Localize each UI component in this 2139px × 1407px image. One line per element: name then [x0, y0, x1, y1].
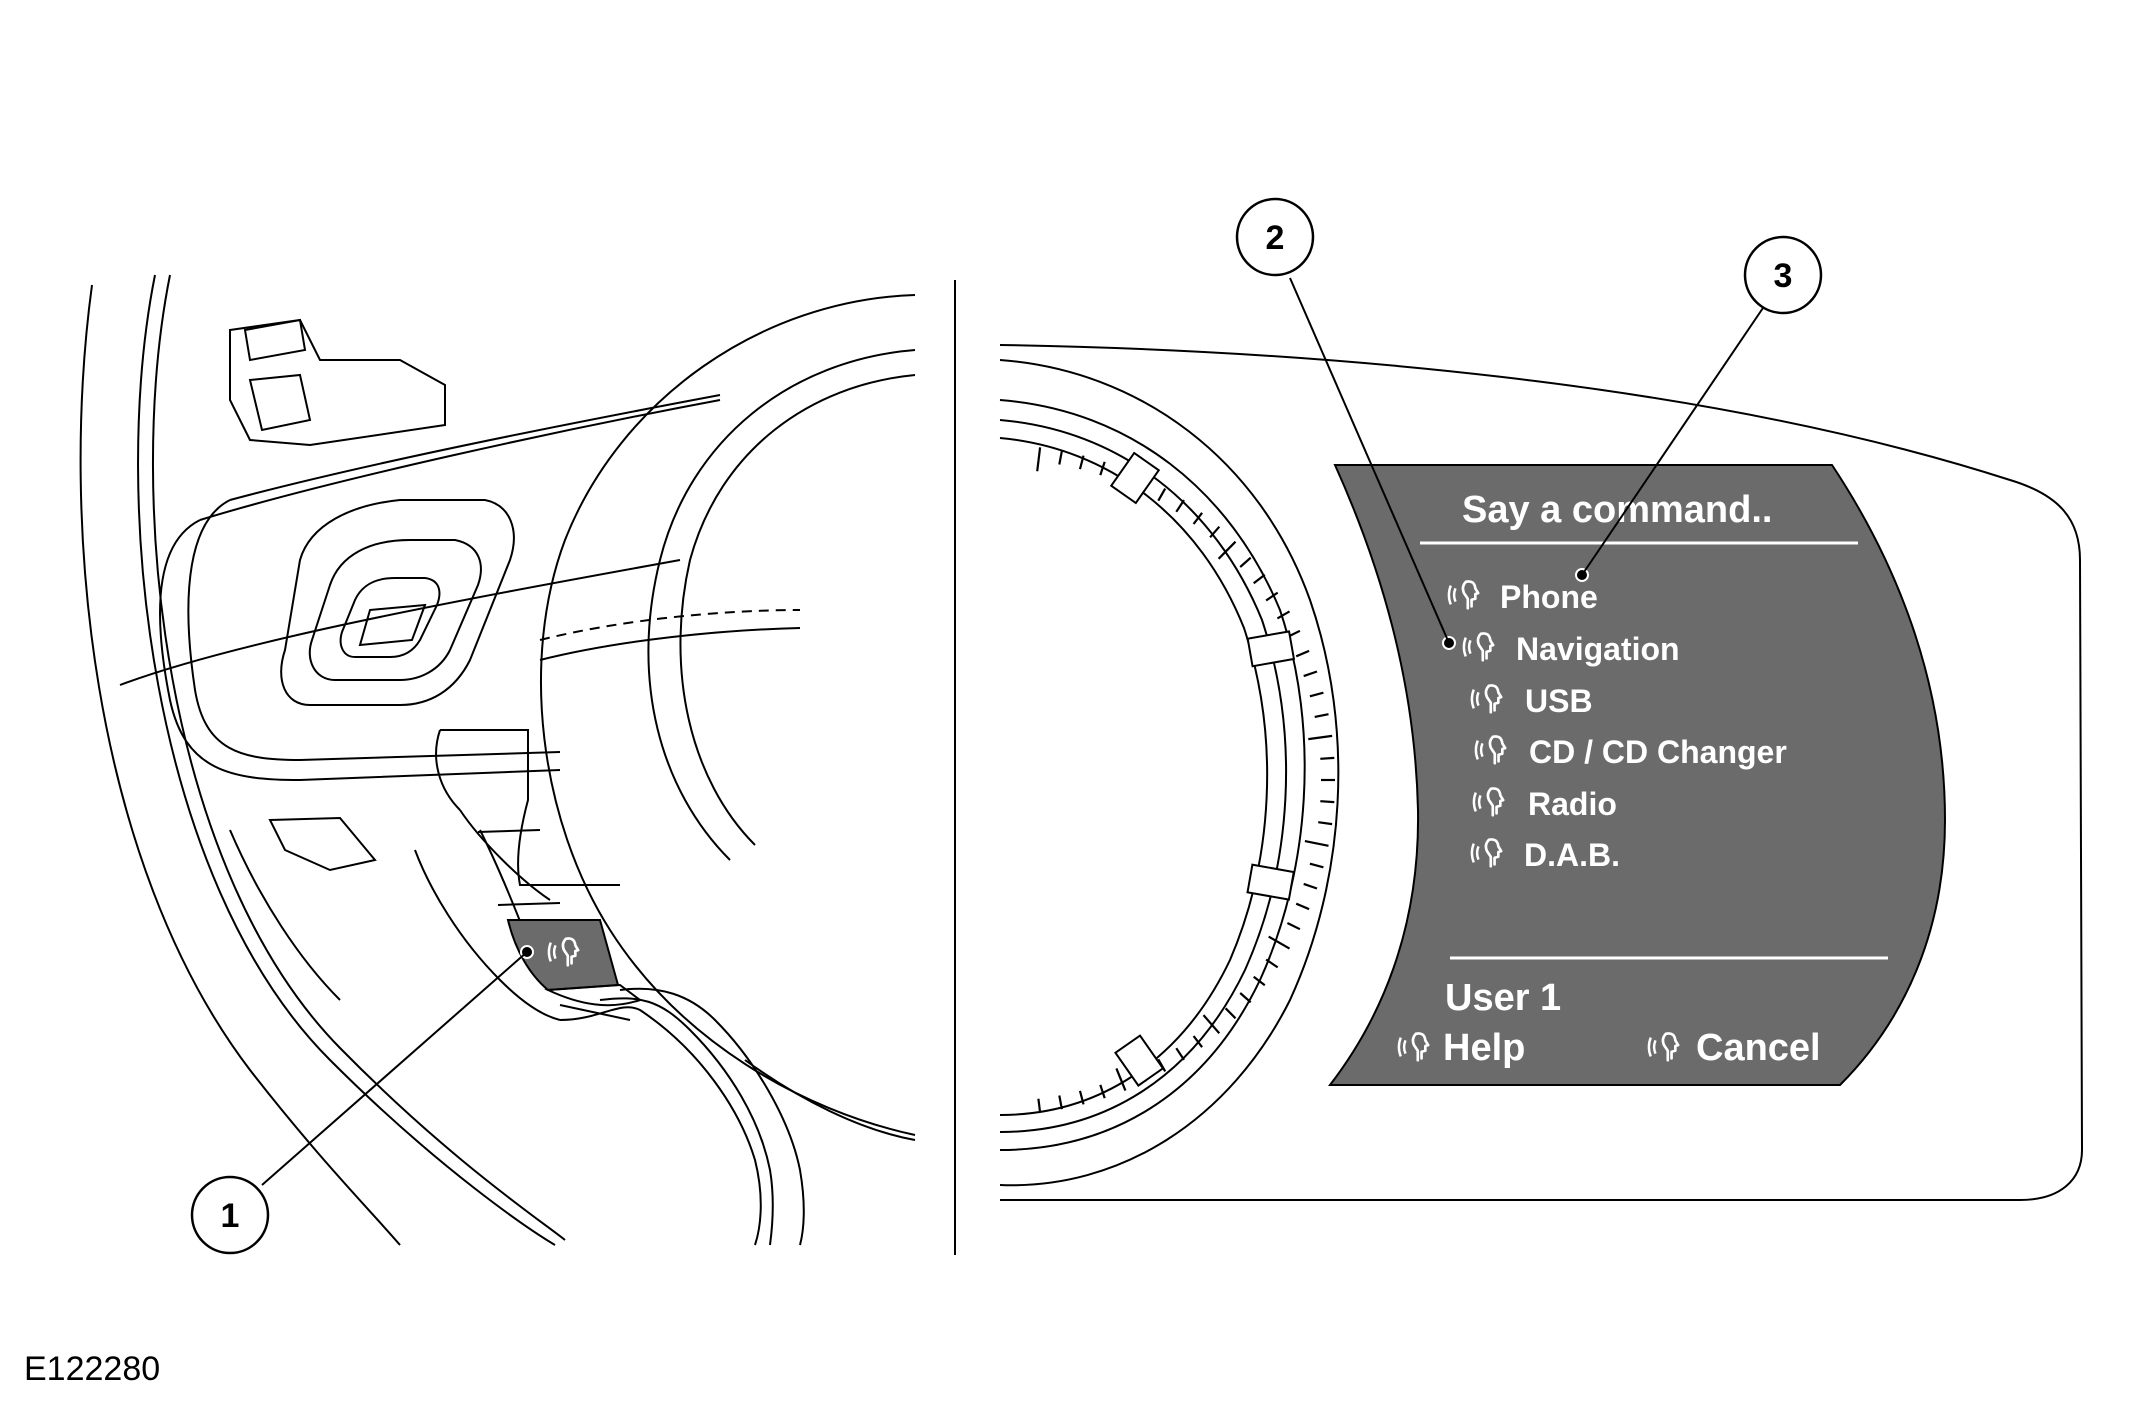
gauge-tick	[1265, 958, 1279, 969]
gauge-tick	[1276, 610, 1291, 620]
cluster-housing	[999, 344, 2084, 1201]
user-label: User 1	[1445, 977, 1561, 1019]
gauge-tick	[1058, 1095, 1063, 1110]
gauge-tick	[1239, 556, 1252, 568]
gauge-tick	[1239, 992, 1252, 1004]
gauge-tick	[1209, 525, 1221, 539]
gauge-tick	[1320, 800, 1335, 804]
gauge-tick	[1309, 691, 1324, 698]
menu-list: Phone Navigation USB CD / CD Changer Rad…	[1447, 579, 1787, 873]
callout-3-leader	[1581, 304, 1766, 576]
gauge-tick	[1078, 1090, 1085, 1105]
callout-3: 3	[1743, 235, 1823, 315]
gauge-tick	[1175, 1047, 1185, 1061]
gauge-tick	[1037, 1098, 1042, 1113]
callout-2-label: 2	[1266, 219, 1285, 257]
gauge-tick	[1253, 573, 1266, 585]
gauge-tick	[1318, 821, 1333, 826]
gauge-tick	[1192, 512, 1203, 525]
gauge-tick	[1308, 734, 1333, 741]
gauge-tick	[1304, 840, 1329, 847]
steering-wheel-rim	[137, 274, 556, 1246]
gauge-tick	[1253, 975, 1266, 987]
gauge-tick	[1224, 1007, 1237, 1020]
gauge-tick	[1314, 713, 1329, 718]
gauge-tick	[1303, 882, 1318, 890]
figure-reference-code: E122280	[24, 1350, 161, 1388]
instrument-cluster	[999, 344, 2084, 1201]
menu-item-navigation: Navigation	[1516, 631, 1680, 667]
gauge-tick	[1078, 455, 1085, 470]
paddle-shifter	[229, 318, 446, 447]
gauge-tick	[1175, 499, 1185, 513]
gauge-tick	[1058, 450, 1063, 465]
gauge-tick	[1036, 447, 1042, 472]
gauge-tick	[1099, 461, 1106, 476]
gauge-tick	[1265, 591, 1279, 602]
voice-command-screen: Say a command.. Phone Navigation USB CD …	[1327, 464, 1947, 1086]
menu-item-radio: Radio	[1528, 786, 1617, 822]
menu-item-usb: USB	[1525, 683, 1593, 719]
callout-2: 2	[1235, 197, 1315, 277]
gauge-ticks	[1036, 447, 1335, 1113]
callout-2-leader	[1289, 277, 1450, 644]
callout-1-label: 1	[221, 1197, 240, 1235]
gauge-tick	[1295, 649, 1310, 658]
steering-wheel-illustration	[79, 274, 916, 1246]
gauge-tick	[1286, 922, 1301, 931]
help-label: Help	[1443, 1027, 1525, 1069]
gauge-tick	[1217, 540, 1237, 560]
gauge-dial	[999, 359, 1340, 1187]
menu-item-cd: CD / CD Changer	[1529, 734, 1787, 770]
gauge-tick	[1303, 670, 1318, 678]
gauge-tick	[1115, 1067, 1127, 1092]
gauge-markers	[1109, 451, 1296, 1087]
steering-wheel-hub	[540, 294, 916, 1136]
gauge-tick	[1202, 1014, 1221, 1035]
left-switch-pack	[280, 499, 515, 706]
callout-1-leader	[261, 951, 528, 1186]
callout-3-label: 3	[1774, 257, 1793, 295]
gauge-tick	[1309, 862, 1324, 869]
gauge-tick	[1192, 1035, 1203, 1048]
gauge-tick	[1295, 902, 1310, 911]
gauge-tick	[1157, 488, 1167, 502]
screen-background	[1327, 464, 1947, 1086]
gauge-tick	[1099, 1084, 1106, 1099]
menu-item-phone: Phone	[1500, 579, 1598, 615]
gauge-tick	[1320, 756, 1335, 760]
menu-item-dab: D.A.B.	[1524, 837, 1620, 873]
cancel-label: Cancel	[1696, 1027, 1821, 1069]
gauge-tick	[1268, 935, 1291, 950]
callout-1: 1	[190, 1175, 270, 1255]
